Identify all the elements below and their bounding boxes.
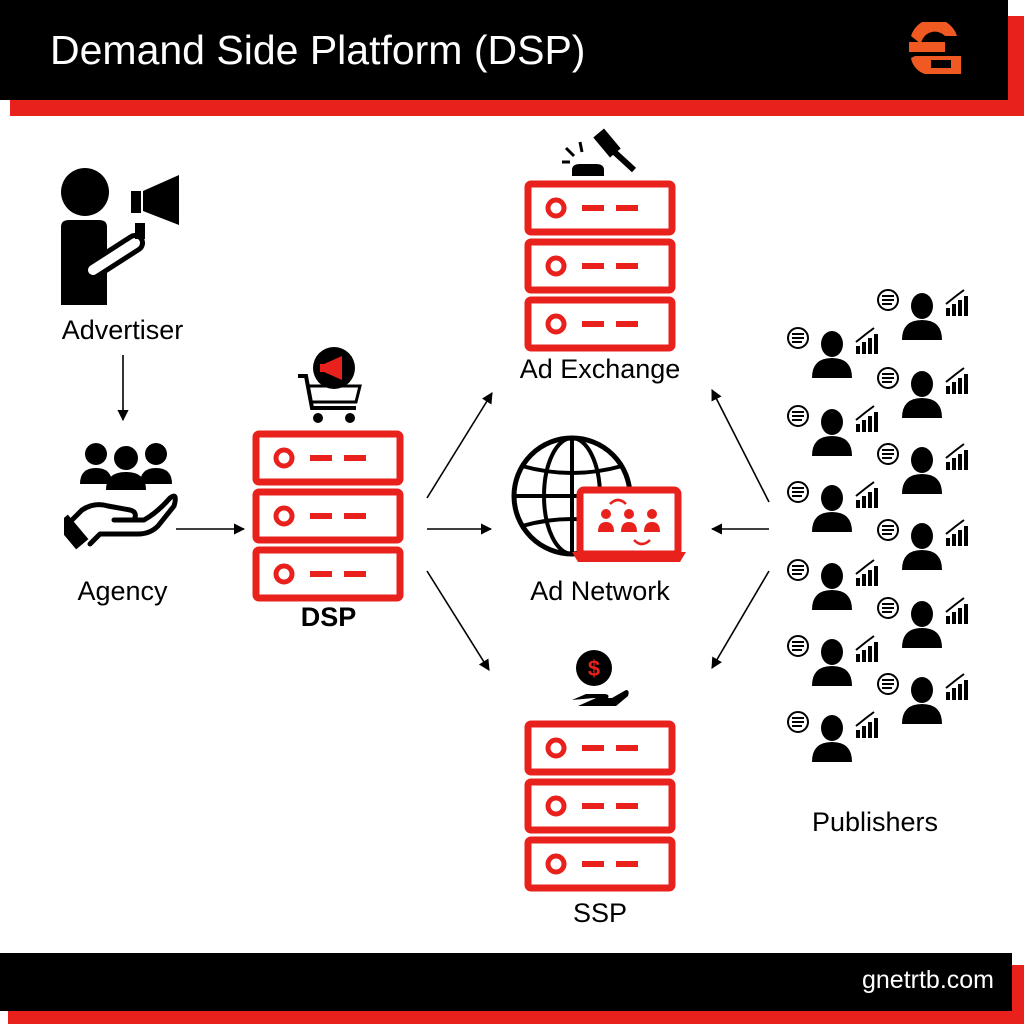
shopping-cart-megaphone-icon [298, 347, 362, 423]
server-stack-icon [524, 180, 676, 352]
arrow-publishers-ssp [711, 570, 770, 669]
group-hand-icon [64, 443, 178, 550]
ssp-label: SSP [572, 898, 628, 928]
server-stack-icon [524, 720, 676, 892]
footer-bar [0, 953, 1012, 1011]
arrow-dsp-exchange [426, 392, 493, 499]
globe-laptop-icon [511, 435, 686, 562]
hand-dollar-coin-icon: $ [572, 650, 629, 706]
ad-network-label: Ad Network [530, 576, 670, 606]
arrow-publishers-exchange [711, 389, 770, 503]
header-bar [0, 0, 1008, 100]
agency-label: Agency [77, 576, 168, 606]
arrow-dsp-ssp [426, 570, 490, 671]
gnetrtb-logo-icon [909, 22, 961, 74]
publishers-group-icon [787, 289, 969, 763]
advertiser-label: Advertiser [61, 315, 184, 345]
server-stack-icon [252, 430, 404, 602]
svg-text:$: $ [588, 656, 600, 681]
publishers-label: Publishers [811, 807, 939, 837]
dsp-label: DSP [300, 602, 357, 632]
person-megaphone-icon [61, 168, 179, 305]
footer-url: gnetrtb.com [861, 966, 994, 994]
auction-gavel-icon [562, 128, 637, 176]
ad-exchange-label: Ad Exchange [519, 354, 681, 384]
page-title: Demand Side Platform (DSP) [50, 27, 586, 73]
